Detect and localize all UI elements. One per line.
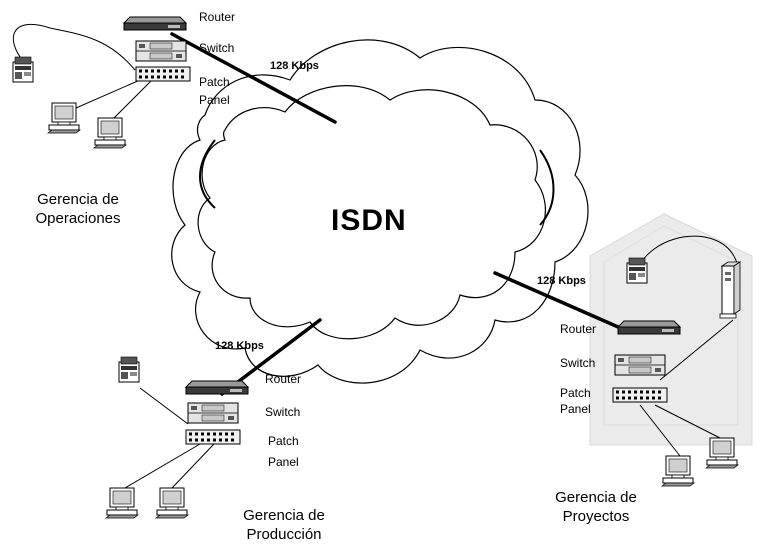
produccion-site-name-line2: Producción <box>246 526 322 543</box>
site-produccion-equipment <box>105 356 249 519</box>
proyectos-patch-label-2: Panel <box>560 402 591 416</box>
produccion-patch-label-2: Panel <box>268 455 299 469</box>
operaciones-site-name: Gerencia de Operaciones <box>14 190 142 228</box>
proyectos-site-name-line1: Gerencia de <box>555 489 637 506</box>
produccion-switch-label: Switch <box>265 405 301 419</box>
produccion-site-name: Gerencia de Producción <box>220 506 348 544</box>
isdn-cloud <box>171 39 589 384</box>
site-proyectos-equipment <box>612 235 741 487</box>
produccion-router-label: Router <box>265 372 302 386</box>
operaciones-switch-label: Switch <box>199 41 235 55</box>
link-bandwidth-produccion: 128 Kbps <box>215 340 264 352</box>
operaciones-patch-label-2: Panel <box>199 93 230 107</box>
operaciones-site-name-line2: Operaciones <box>35 210 121 227</box>
proyectos-switch-label: Switch <box>560 356 596 370</box>
operaciones-site-name-line1: Gerencia de <box>37 191 119 208</box>
cloud-label: ISDN <box>331 204 407 237</box>
link-bandwidth-proyectos: 128 Kbps <box>537 275 586 287</box>
produccion-patch-label-1: Patch <box>268 434 299 448</box>
operaciones-patch-label-1: Patch <box>199 75 230 89</box>
operaciones-router-label: Router <box>199 10 236 24</box>
link-bandwidth-operaciones: 128 Kbps <box>270 60 319 72</box>
proyectos-patch-label-1: Patch <box>560 386 591 400</box>
proyectos-router-label: Router <box>560 322 597 336</box>
proyectos-site-name-line2: Proyectos <box>562 508 630 525</box>
proyectos-site-name: Gerencia de Proyectos <box>532 488 660 526</box>
site-operaciones-equipment <box>12 16 191 149</box>
produccion-site-name-line1: Gerencia de <box>243 507 325 524</box>
